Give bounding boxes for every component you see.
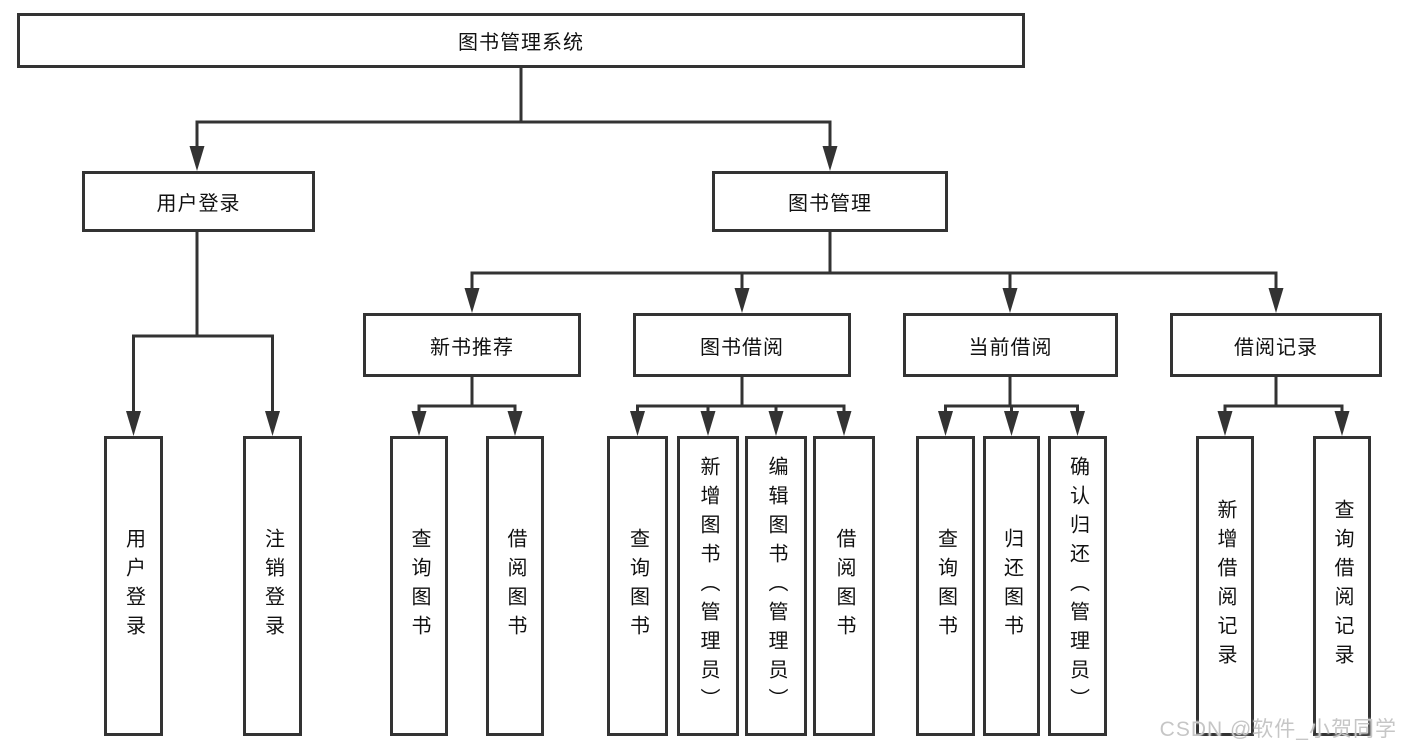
arrowhead-icon — [1002, 288, 1018, 313]
node-current-borrowing: 当前借阅 — [903, 313, 1118, 377]
arrowhead-icon — [768, 411, 784, 436]
arrowhead-icon — [938, 411, 953, 436]
node-leaf-confirm-return-admin: 确认归还（管理员） — [1048, 436, 1107, 736]
arrowhead-icon — [189, 146, 205, 171]
arrowhead-icon — [265, 411, 280, 436]
node-leaf-user-login: 用户登录 — [104, 436, 163, 736]
arrowhead-icon — [836, 411, 852, 436]
node-leaf-logout: 注销登录 — [243, 436, 302, 736]
node-leaf-edit-books-admin: 编辑图书（管理员） — [745, 436, 807, 736]
node-borrowing-records: 借阅记录 — [1170, 313, 1382, 377]
node-leaf-query-books-current: 查询图书 — [916, 436, 975, 736]
arrowhead-icon — [630, 411, 645, 436]
node-leaf-query-borrow-record: 查询借阅记录 — [1313, 436, 1371, 736]
csdn-watermark: CSDN @软件_小贺同学 — [1159, 718, 1397, 741]
node-leaf-query-books-recommend: 查询图书 — [390, 436, 448, 736]
arrowhead-icon — [1334, 411, 1350, 436]
node-user-login: 用户登录 — [82, 171, 315, 232]
node-leaf-borrow-books-recommend: 借阅图书 — [486, 436, 544, 736]
arrowhead-icon — [507, 411, 523, 436]
node-library-management-system: 图书管理系统 — [17, 13, 1025, 68]
node-leaf-return-books: 归还图书 — [983, 436, 1040, 736]
node-leaf-add-borrow-record: 新增借阅记录 — [1196, 436, 1254, 736]
arrowhead-icon — [1004, 411, 1019, 436]
node-book-borrowing: 图书借阅 — [633, 313, 851, 377]
arrowhead-icon — [411, 411, 427, 436]
node-new-book-recommend: 新书推荐 — [363, 313, 581, 377]
arrowhead-icon — [1070, 411, 1085, 436]
node-book-management: 图书管理 — [712, 171, 948, 232]
arrowhead-icon — [700, 411, 716, 436]
arrowhead-icon — [1268, 288, 1284, 313]
node-leaf-query-books-borrowing: 查询图书 — [607, 436, 668, 736]
arrowhead-icon — [734, 288, 750, 313]
arrowhead-icon — [822, 146, 838, 171]
arrowhead-icon — [126, 411, 141, 436]
arrowhead-icon — [1217, 411, 1233, 436]
node-leaf-borrow-books: 借阅图书 — [813, 436, 875, 736]
arrowhead-icon — [464, 288, 480, 313]
node-leaf-add-books-admin: 新增图书（管理员） — [677, 436, 739, 736]
